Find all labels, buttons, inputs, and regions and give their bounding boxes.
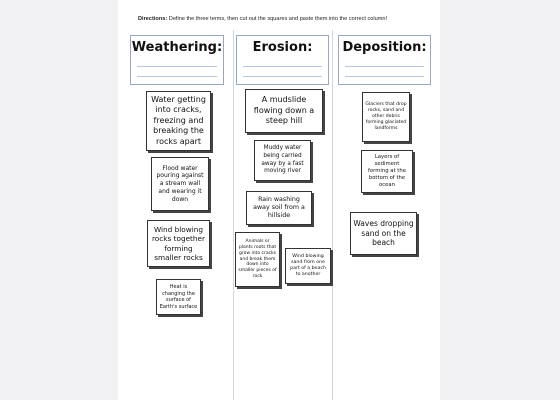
card-erosion-rain[interactable]: Rain washing away soil from a hillside bbox=[246, 191, 312, 225]
card-weathering-wind[interactable]: Wind blowing rocks together forming smal… bbox=[147, 220, 210, 267]
card-text: Animals or plants roots that grow into c… bbox=[238, 239, 277, 280]
card-deposition-glaciers[interactable]: Glaciers that drop rocks, sand and other… bbox=[362, 92, 410, 142]
card-text: Flood water pouring against a stream wal… bbox=[156, 164, 204, 203]
directions-label: Directions: bbox=[138, 16, 168, 22]
card-erosion-wind-sand[interactable]: Wind blowing sand from one part of a bea… bbox=[285, 248, 331, 284]
card-text: Layers of sediment forming at the bottom… bbox=[368, 154, 406, 188]
column-title-erosion: Erosion: bbox=[252, 40, 313, 55]
card-text: Waves dropping sand on the beach bbox=[353, 218, 414, 248]
header-deposition: Deposition: bbox=[338, 35, 431, 85]
column-title-weathering: Weathering: bbox=[131, 40, 223, 55]
card-deposition-waves[interactable]: Waves dropping sand on the beach bbox=[350, 212, 417, 255]
write-line bbox=[243, 76, 322, 77]
card-text: Water getting into cracks, freezing and … bbox=[151, 95, 206, 146]
write-line bbox=[345, 76, 424, 77]
column-divider bbox=[332, 30, 333, 400]
card-text: Glaciers that drop rocks, sand and other… bbox=[365, 102, 407, 131]
header-weathering: Weathering: bbox=[130, 35, 224, 85]
directions-text: Define the three terms, then cut out the… bbox=[168, 16, 388, 22]
card-text: Rain washing away soil from a hillside bbox=[253, 195, 305, 220]
card-weathering-heat[interactable]: Heat is changing the surface of Earth's … bbox=[156, 279, 201, 315]
directions-line: Directions: Define the three terms, then… bbox=[138, 16, 438, 22]
column-divider bbox=[233, 30, 234, 400]
card-text: Wind blowing rocks together forming smal… bbox=[151, 224, 206, 262]
write-line bbox=[243, 66, 322, 67]
header-erosion: Erosion: bbox=[236, 35, 329, 85]
card-weathering-flood[interactable]: Flood water pouring against a stream wal… bbox=[151, 157, 209, 211]
card-erosion-roots[interactable]: Animals or plants roots that grow into c… bbox=[235, 232, 280, 287]
write-line bbox=[137, 66, 217, 67]
card-text: Muddy water being carried away by a fast… bbox=[261, 145, 304, 175]
card-text: Wind blowing sand from one part of a bea… bbox=[290, 253, 326, 278]
card-erosion-muddy-water[interactable]: Muddy water being carried away by a fast… bbox=[254, 140, 311, 181]
card-erosion-mudslide[interactable]: A mudslide flowing down a steep hill bbox=[245, 89, 323, 133]
write-line bbox=[137, 76, 217, 77]
column-title-deposition: Deposition: bbox=[342, 40, 427, 55]
card-text: Heat is changing the surface of Earth's … bbox=[159, 284, 198, 310]
card-text: A mudslide flowing down a steep hill bbox=[253, 95, 315, 126]
card-deposition-sediment[interactable]: Layers of sediment forming at the bottom… bbox=[361, 150, 413, 193]
write-line bbox=[345, 66, 424, 67]
card-weathering-ice[interactable]: Water getting into cracks, freezing and … bbox=[146, 91, 211, 151]
